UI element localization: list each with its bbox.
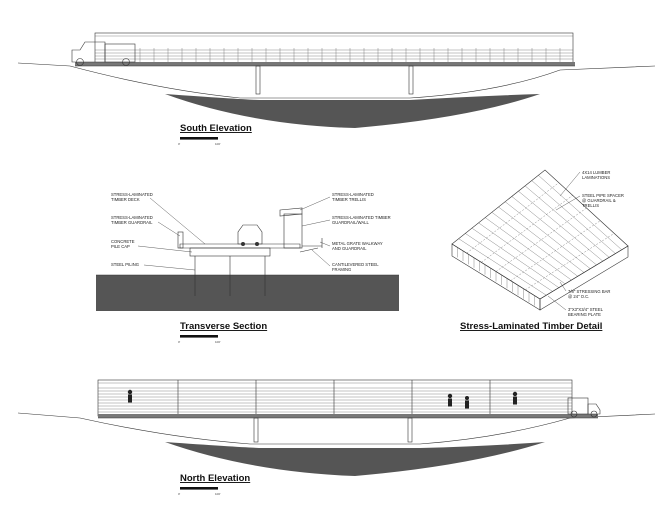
- leader-wall: [301, 219, 331, 227]
- south-scale-bar: [180, 137, 218, 140]
- south-deck: [75, 62, 575, 66]
- section-scale-end: 100': [215, 340, 221, 344]
- stressing-bar: [525, 233, 615, 290]
- north-scale-start: 0': [178, 492, 181, 496]
- south-trellis: [94, 32, 574, 64]
- leader-bearing-plate: [547, 295, 567, 311]
- leader-pipe-spacer: [555, 195, 581, 211]
- north-pedestrian: [512, 391, 518, 405]
- north-pedestrian: [465, 396, 469, 409]
- south-pier: [408, 65, 414, 95]
- timber-end-grain: [457, 247, 535, 306]
- section-earth-mass: [96, 275, 399, 311]
- note-stressing-bar: 7/8" STRESSING BAR@ 24" O.C.: [568, 289, 610, 299]
- stressing-bar: [495, 207, 587, 272]
- timber-lamination: [471, 227, 559, 288]
- north-earth-mass: [165, 442, 545, 476]
- section-trellis: [279, 207, 303, 217]
- section-scale-bar: [180, 335, 218, 338]
- timber-lamination: [498, 206, 585, 273]
- note-steel-piling: STEEL PILING: [111, 262, 139, 267]
- timber-laminations: [458, 175, 622, 296]
- section-deck: [179, 243, 301, 249]
- leader-piling: [143, 264, 196, 271]
- stressing-bar: [466, 182, 559, 254]
- north-deck: [98, 414, 598, 418]
- note-pipe-spacer: STEEL PIPE SPACER@ GUARDRAIL &TRELLIS: [582, 193, 624, 208]
- section-pile-cap: [189, 247, 271, 257]
- south-scale-end: 100': [215, 142, 221, 146]
- stressing-bar: [510, 220, 601, 281]
- south-pier: [255, 65, 261, 95]
- leader-trellis: [299, 196, 331, 211]
- timber-deck-top: [451, 169, 629, 300]
- north-trellis: [97, 379, 573, 417]
- north-terrain-line: [17, 412, 656, 445]
- south-truck: [71, 41, 136, 66]
- leader-walkway: [319, 241, 331, 247]
- south-guardrail: [95, 48, 573, 62]
- north-pedestrian: [447, 393, 453, 407]
- timber-deck-side: [539, 245, 629, 311]
- stressing-bar: [481, 195, 573, 263]
- section-scale-start: 0': [178, 340, 181, 344]
- south-elevation: South Elevation 0' 100': [17, 32, 656, 146]
- north-elevation-title: North Elevation: [180, 473, 250, 484]
- leader-stressing-bar: [559, 281, 567, 292]
- section-car: [237, 224, 263, 246]
- leader-guardrail: [157, 221, 181, 237]
- north-scale-bar: [180, 487, 218, 490]
- north-guardrail: [98, 380, 572, 414]
- north-elevation: North Elevation 0' 100': [17, 379, 656, 496]
- south-terrain-line: [17, 62, 656, 99]
- south-scale-start: 0': [178, 142, 181, 146]
- north-pedestrian: [127, 389, 133, 403]
- timber-detail-title: Stress-Laminated Timber Detail: [460, 321, 602, 332]
- section-walkway: [302, 238, 323, 248]
- south-earth-mass: [165, 94, 540, 128]
- south-elevation-title: South Elevation: [180, 123, 252, 134]
- leader-deck: [149, 197, 206, 245]
- north-pier: [253, 417, 259, 443]
- section-cantilever: [299, 247, 319, 253]
- north-truck: [567, 397, 601, 418]
- leader-laminations: [559, 171, 581, 197]
- leader-pile-cap: [137, 245, 193, 253]
- section-guardrail-left: [177, 231, 184, 249]
- north-scale-end: 100': [215, 492, 221, 496]
- section-guardrail-wall: [283, 213, 303, 249]
- transverse-section-title: Transverse Section: [180, 321, 267, 332]
- leader-framing: [311, 249, 331, 267]
- north-pier: [407, 417, 413, 443]
